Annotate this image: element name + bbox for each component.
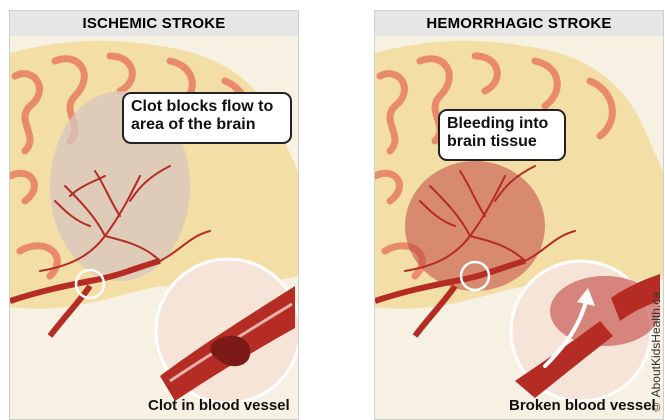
hemorrhagic-brain-illustration xyxy=(375,36,664,420)
hemorrhagic-callout: Bleeding into brain tissue xyxy=(438,109,566,161)
credit-text: © AboutKidsHealth.ca xyxy=(649,292,663,414)
bleed-area xyxy=(405,161,545,291)
hemorrhagic-panel: HEMORRHAGIC STROKE xyxy=(374,10,664,420)
ischemic-callout-text: Clot blocks flow to area of the brain xyxy=(131,98,273,133)
ischemic-callout: Clot blocks flow to area of the brain xyxy=(122,92,292,144)
ischemic-title: ISCHEMIC STROKE xyxy=(10,11,298,36)
ischemic-panel: ISCHEMIC STROKE xyxy=(9,10,299,420)
hemorrhagic-caption: Broken blood vessel xyxy=(509,397,656,414)
hemorrhagic-title: HEMORRHAGIC STROKE xyxy=(375,11,663,36)
ischemic-caption: Clot in blood vessel xyxy=(148,397,290,414)
hemorrhagic-callout-text: Bleeding into brain tissue xyxy=(447,115,548,150)
